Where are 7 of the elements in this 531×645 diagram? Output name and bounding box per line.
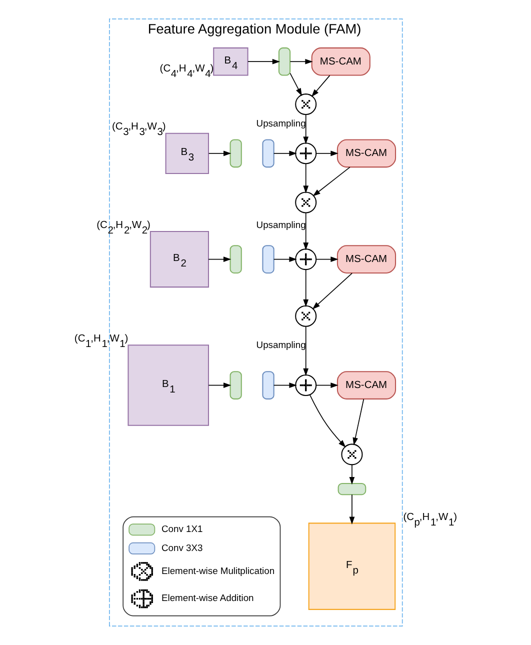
legend-label: Element-wise Mulitplication bbox=[162, 564, 275, 576]
edge-label: Upsampling bbox=[256, 117, 306, 128]
legend-label: Element-wise Addition bbox=[162, 592, 254, 604]
legend-label: Conv 1X1 bbox=[162, 522, 203, 534]
legend-label: Conv 3X3 bbox=[162, 542, 203, 553]
edge-label: Upsampling bbox=[256, 219, 306, 230]
edge-label: Upsampling bbox=[256, 338, 306, 350]
